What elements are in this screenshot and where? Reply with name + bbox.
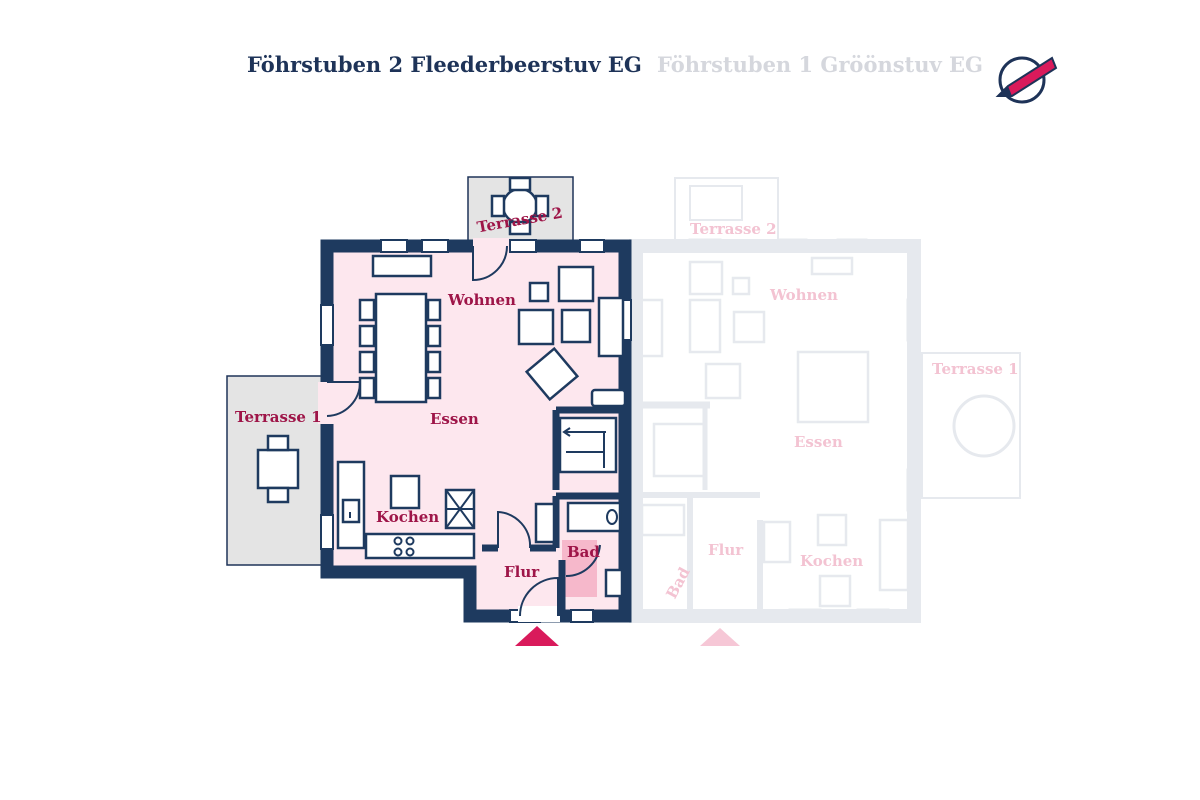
label-kochen: Kochen bbox=[376, 508, 439, 526]
ghost-label-terrasse2: Terrasse 2 bbox=[690, 220, 777, 238]
ghost-floorplan bbox=[629, 177, 1021, 646]
ghost-label-kochen: Kochen bbox=[800, 552, 863, 570]
exterior-walls bbox=[320, 239, 632, 623]
ghost-label-flur: Flur bbox=[708, 541, 744, 559]
label-flur: Flur bbox=[504, 563, 540, 581]
active-floorplan bbox=[226, 176, 632, 646]
interior-walls bbox=[482, 406, 625, 616]
label-wohnen: Wohnen bbox=[447, 291, 516, 309]
furniture-details bbox=[349, 427, 618, 557]
doors bbox=[318, 238, 560, 622]
ghost-label-wohnen: Wohnen bbox=[769, 286, 838, 304]
tab-groonstuv[interactable]: Föhrstuben 1 Gröönstuv EG bbox=[657, 52, 983, 77]
ghost-label-terrasse1: Terrasse 1 bbox=[932, 360, 1019, 378]
label-bad: Bad bbox=[567, 543, 600, 561]
label-terrasse1: Terrasse 1 bbox=[235, 408, 322, 426]
label-essen: Essen bbox=[430, 410, 479, 428]
pencil-circle-logo-icon bbox=[995, 56, 1058, 104]
windows bbox=[320, 239, 632, 623]
bath-floor bbox=[562, 540, 597, 597]
tab-fleederbeerstuv[interactable]: Föhrstuben 2 Fleederbeerstuv EG bbox=[247, 52, 642, 77]
entrance-triangle-icon bbox=[515, 626, 559, 646]
furniture bbox=[256, 176, 627, 598]
ghost-entrance-triangle-icon bbox=[700, 628, 740, 646]
ghost-label-essen: Essen bbox=[794, 433, 843, 451]
